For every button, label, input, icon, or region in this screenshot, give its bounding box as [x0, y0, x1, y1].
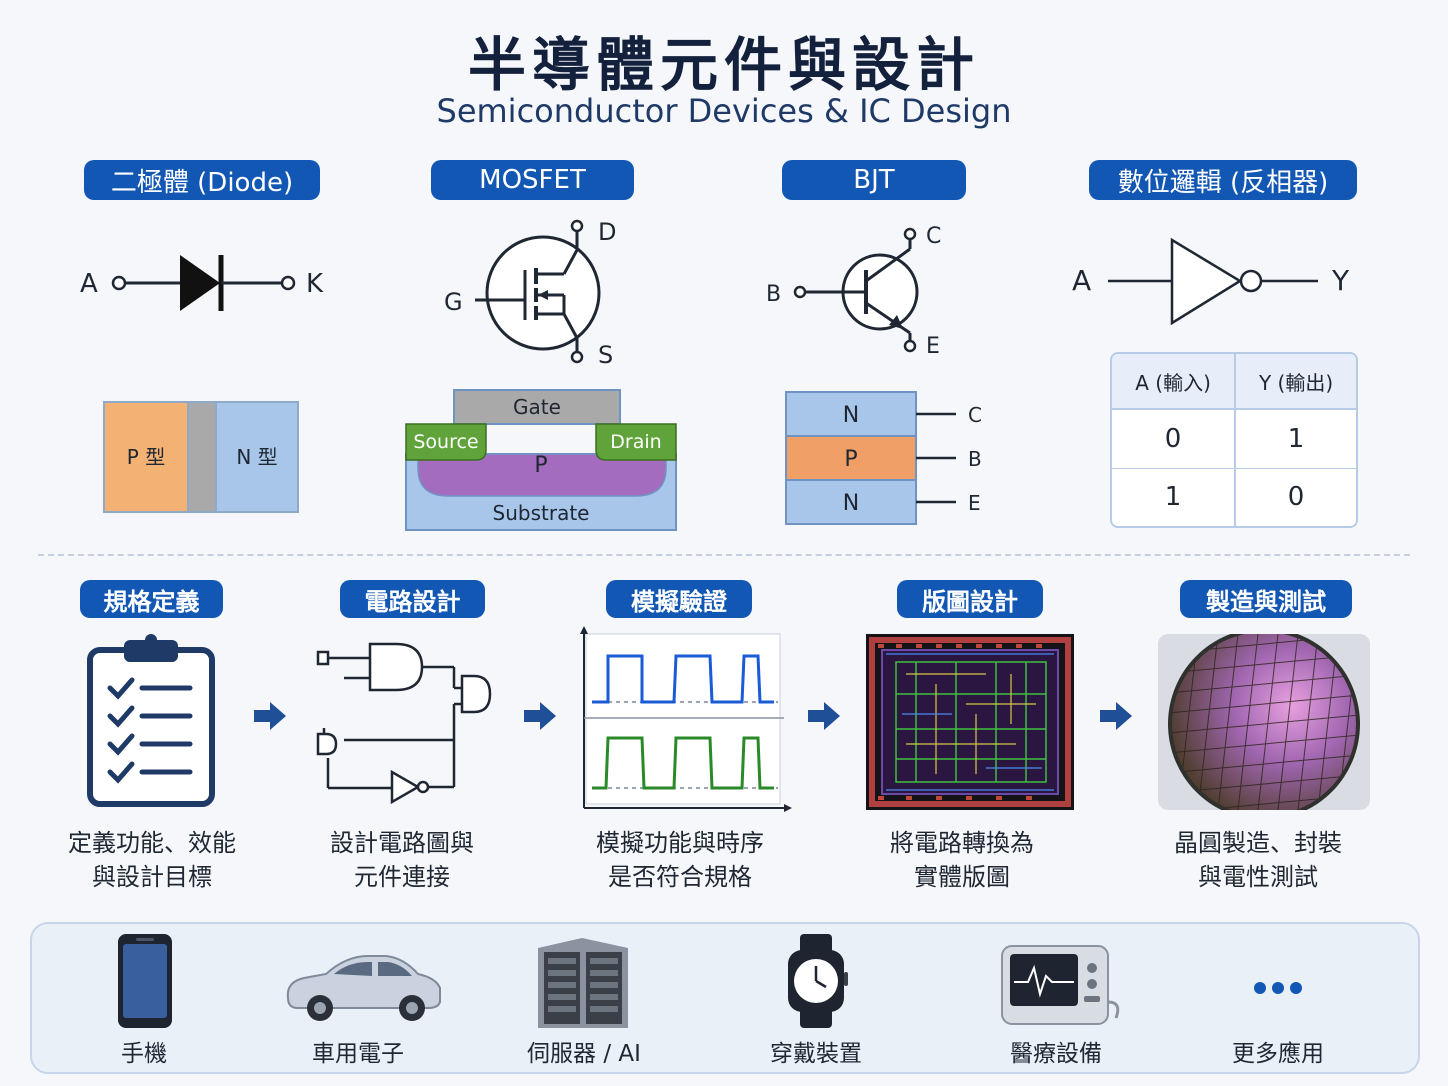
flow-step-caption: 定義功能、效能 與設計目標 [22, 826, 282, 894]
caption-line: 定義功能、效能 [68, 829, 236, 857]
flow-arrow-icon [254, 702, 286, 730]
clipboard-checklist-icon [87, 634, 215, 807]
application-label: 車用電子 [312, 1041, 404, 1067]
more-dots-icon [1254, 982, 1302, 994]
truth-table-cell: 0 [1112, 408, 1236, 469]
truth-table-header: A (輸入) [1112, 354, 1236, 410]
application-label: 手機 [121, 1041, 167, 1067]
application-item: 穿戴裝置 [726, 924, 906, 1072]
flow-step-circuit-label: 電路設計 [340, 580, 485, 618]
diode-terminal-k: K [306, 269, 324, 299]
smartwatch-icon [788, 934, 848, 1028]
application-label: 更多應用 [1232, 1041, 1324, 1067]
wafer-image [1158, 634, 1370, 810]
bjt-layer-name: P [844, 447, 857, 472]
bjt-layer-terminal: E [968, 491, 981, 515]
flow-arrow-icon [1100, 702, 1132, 730]
bjt-layer-name: N [843, 491, 859, 516]
table-row: 0 1 [1112, 408, 1356, 469]
section-divider [38, 554, 1410, 556]
p-body-label: P [534, 453, 547, 478]
inverter-symbol: A Y [1072, 237, 1350, 326]
caption-line: 與設計目標 [92, 863, 212, 891]
p-type-label: P 型 [127, 445, 165, 469]
n-type-label: N 型 [236, 445, 277, 469]
flow-step-spec-label: 規格定義 [80, 580, 223, 618]
mosfet-terminal-g: G [444, 288, 463, 316]
substrate-label: Substrate [493, 501, 590, 525]
application-label: 穿戴裝置 [770, 1041, 862, 1067]
mosfet-cross-section: Gate Source Drain P Substrate [405, 389, 677, 531]
page-subtitle: Semiconductor Devices & IC Design [436, 92, 1012, 130]
truth-table-header: Y (輸出) [1234, 354, 1356, 410]
bjt-terminal-b: B [766, 282, 781, 307]
flow-step-caption: 設計電路圖與 元件連接 [272, 826, 532, 894]
source-label: Source [413, 431, 478, 453]
bjt-layer-name: N [843, 403, 859, 428]
diode-pn-junction: P 型 N 型 [103, 401, 299, 513]
truth-table-cell: 1 [1234, 408, 1356, 469]
caption-line: 設計電路圖與 [330, 829, 474, 857]
inverter-input-label: A [1072, 264, 1091, 297]
bjt-npn-layers: N P N C B E [785, 391, 982, 525]
caption-line: 實體版圖 [914, 863, 1010, 891]
drain-label: Drain [610, 431, 661, 453]
chip-layout-image [866, 634, 1074, 810]
diode-symbol: A K [80, 255, 324, 311]
medical-monitor-icon [1001, 945, 1120, 1025]
application-item: 更多應用 [1188, 924, 1368, 1072]
flow-arrow-icon [808, 702, 840, 730]
mosfet-terminal-d: D [598, 218, 616, 246]
diode-header: 二極體 (Diode) [84, 160, 320, 200]
caption-line: 將電路轉換為 [890, 829, 1034, 857]
flow-step-caption: 模擬功能與時序 是否符合規格 [550, 826, 810, 894]
flow-step-simulation-label: 模擬驗證 [606, 580, 752, 618]
mosfet-terminal-s: S [598, 341, 613, 369]
application-item: 醫療設備 [966, 924, 1146, 1072]
flow-arrow-icon [524, 702, 556, 730]
truth-table-cell: 1 [1112, 467, 1236, 526]
bjt-layer-terminal: C [968, 403, 982, 427]
bjt-header: BJT [782, 160, 966, 200]
simulation-waveform [580, 626, 792, 812]
flow-step-caption: 晶圓製造、封裝 與電性測試 [1128, 826, 1388, 894]
bjt-terminal-c: C [926, 224, 941, 249]
caption-line: 模擬功能與時序 [596, 829, 764, 857]
flow-step-layout-label: 版圖設計 [897, 580, 1043, 618]
bjt-symbol: B C E [766, 224, 941, 359]
inverter-header: 數位邏輯 (反相器) [1089, 160, 1357, 200]
caption-line: 與電性測試 [1198, 863, 1318, 891]
truth-table-cell: 0 [1234, 467, 1356, 526]
bjt-terminal-e: E [926, 334, 940, 359]
smartphone-icon [118, 934, 172, 1028]
application-label: 伺服器 / AI [527, 1041, 641, 1067]
page-title: 半導體元件與設計 [467, 31, 980, 99]
table-row: 1 0 [1112, 467, 1356, 526]
mosfet-header: MOSFET [431, 160, 634, 200]
caption-line: 晶圓製造、封裝 [1174, 829, 1342, 857]
gate-label: Gate [513, 395, 561, 419]
logic-circuit-diagram [316, 642, 492, 805]
flow-step-manufacturing-label: 製造與測試 [1180, 580, 1352, 618]
truth-table: A (輸入) Y (輸出) 0 1 1 0 [1110, 352, 1358, 528]
applications-panel: 手機 車用電子 伺服器 / AI [30, 922, 1420, 1074]
application-item: 伺服器 / AI [494, 924, 674, 1072]
flow-step-caption: 將電路轉換為 實體版圖 [832, 826, 1092, 894]
caption-line: 元件連接 [354, 863, 450, 891]
diode-terminal-a: A [80, 269, 98, 299]
bjt-layer-terminal: B [968, 447, 982, 471]
caption-line: 是否符合規格 [608, 863, 752, 891]
application-item: 車用電子 [268, 924, 448, 1072]
application-item: 手機 [54, 924, 234, 1072]
inverter-output-label: Y [1331, 264, 1350, 297]
server-icon [538, 938, 628, 1028]
car-icon [286, 955, 441, 1021]
mosfet-symbol: D G S [444, 218, 616, 369]
application-label: 醫療設備 [1010, 1041, 1102, 1067]
